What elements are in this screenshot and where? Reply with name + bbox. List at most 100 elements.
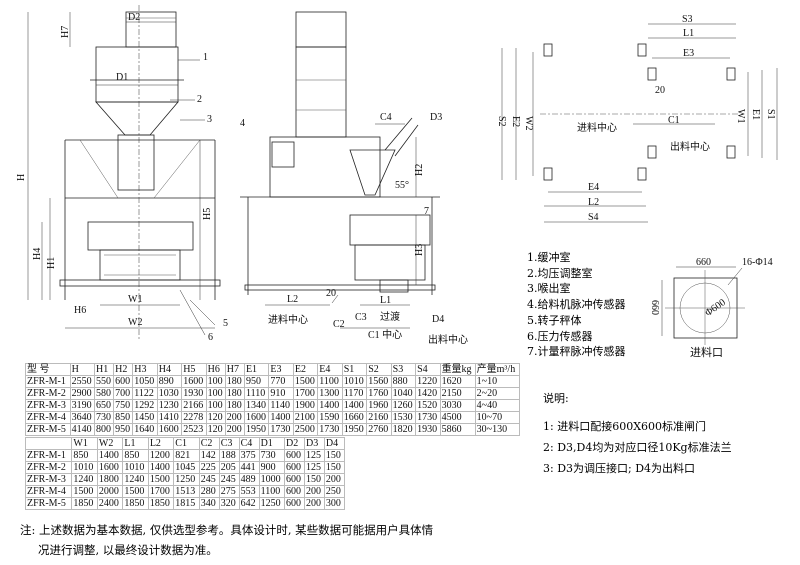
table-cell: 200 <box>224 411 245 424</box>
table-cell: 1950 <box>243 423 270 436</box>
table-cell: 重量kg <box>439 363 476 376</box>
table-cell: S1 <box>341 363 368 376</box>
dim-label: H1 <box>46 257 57 269</box>
table-cell: 1400 <box>341 399 368 412</box>
table-cell: 1850 <box>147 497 175 510</box>
table-cell: H2 <box>113 363 134 376</box>
table-cell: L1 <box>122 437 149 450</box>
table-cell: 600 <box>284 497 305 510</box>
table-cell: 600 <box>284 485 305 498</box>
table-cell: ZFR-M-1 <box>25 375 71 388</box>
table-cell: 3190 <box>69 399 96 412</box>
dim-label: Φ600 <box>703 297 728 319</box>
table-cell: 1250 <box>173 473 200 486</box>
inlet-flange-view: 660 16-Φ14 Φ600 660 进料口 <box>649 257 773 359</box>
table-cell: ZFR-M-5 <box>25 423 71 436</box>
dim-label: H5 <box>202 208 213 220</box>
table-cell: 1800 <box>96 473 124 486</box>
table-cell: 1730 <box>415 411 441 424</box>
side-view: 4 C4 D3 H2 55° 7 H3 L2 20 L1 进料中心 C3 过渡 … <box>240 11 468 346</box>
table-cell: 100 <box>205 399 226 412</box>
table-cell: 600 <box>113 375 134 388</box>
table-cell: W2 <box>96 437 124 450</box>
table-cell: ZFR-M-2 <box>25 387 71 400</box>
dim-label: H4 <box>32 248 43 260</box>
table-cell: 180 <box>224 375 245 388</box>
table-cell: E1 <box>243 363 270 376</box>
table-cell: 205 <box>218 461 240 474</box>
part-label: 5 <box>223 318 228 329</box>
table-cell: 1520 <box>415 399 441 412</box>
table-cell: H3 <box>132 363 158 376</box>
table-cell: 1400 <box>147 461 175 474</box>
table-cell: 5860 <box>439 423 476 436</box>
part-label: 3 <box>207 114 212 125</box>
table-cell: C4 <box>238 437 260 450</box>
table-cell: 1450 <box>132 411 158 424</box>
note-item: 1: 进料口配接600X600标准闸门 <box>543 420 707 433</box>
dim-label: D2 <box>128 12 140 23</box>
dim-label: D4 <box>432 314 444 325</box>
table-cell: E2 <box>292 363 319 376</box>
dim-label: C1 中心 <box>368 328 402 341</box>
table-cell: 2500 <box>292 423 319 436</box>
table-cell: D3 <box>303 437 325 450</box>
table-cell: 1560 <box>366 375 392 388</box>
table-cell: 150 <box>323 461 346 474</box>
table-cell: 1260 <box>390 399 417 412</box>
table-cell: 1600 <box>96 461 124 474</box>
dim-label: E2 <box>510 116 521 127</box>
table-cell: 1500 <box>147 473 175 486</box>
notes-title: 说明: <box>543 392 569 405</box>
flange-caption: 进料口 <box>690 345 723 359</box>
part-label: 4 <box>240 118 245 129</box>
table-cell: 880 <box>390 375 417 388</box>
table-cell: 600 <box>284 461 305 474</box>
note-item: 2: D3,D4均为对应口径10Kg标准法兰 <box>543 441 732 454</box>
table-cell: 900 <box>258 461 286 474</box>
dim-label: L2 <box>588 197 599 208</box>
part-label: 7 <box>424 206 429 217</box>
dim-label: E4 <box>588 182 599 193</box>
table-cell: 850 <box>122 449 149 462</box>
dim-label: D3 <box>430 112 442 123</box>
table-cell: 1730 <box>317 423 343 436</box>
table-cell: 1040 <box>390 387 417 400</box>
part-label: 2 <box>197 94 202 105</box>
table-cell: 2166 <box>181 399 207 412</box>
table-cell: ZFR-M-4 <box>24 485 73 498</box>
table-cell: 1400 <box>317 399 343 412</box>
table-cell: 1950 <box>341 423 368 436</box>
table-cell: 1815 <box>173 497 200 510</box>
table-cell: 1700 <box>147 485 175 498</box>
part-label: 6 <box>208 332 213 343</box>
table-cell: ZFR-M-4 <box>25 411 71 424</box>
legend-item: 7.计量秤脉冲传感器 <box>527 345 626 359</box>
inlet-center-label: 进料中心 <box>577 121 617 134</box>
table-cell: 125 <box>303 461 325 474</box>
note-item: 3: D3为调压接口; D4为出料口 <box>543 462 696 475</box>
table-cell: 1010 <box>341 375 368 388</box>
table-cell: 10~70 <box>474 411 521 424</box>
table-cell: 1530 <box>390 411 417 424</box>
legend-item: 6.压力传感器 <box>527 329 593 343</box>
dim-label: W2 <box>523 116 534 130</box>
table-cell: 188 <box>218 449 240 462</box>
table-cell: 2900 <box>69 387 96 400</box>
dim-label: S4 <box>588 212 599 223</box>
table-cell: 1410 <box>156 411 183 424</box>
footnote-line: 注: 上述数据为基本数据, 仅供选型参考。具体设计时, 某些数据可能据用户具体情 <box>20 523 434 537</box>
part-label: 1 <box>203 52 208 63</box>
dim-label: L1 <box>380 295 391 306</box>
table-cell: 1930 <box>415 423 441 436</box>
table-cell: 441 <box>238 461 260 474</box>
table-cell: 1400 <box>96 449 124 462</box>
table-cell: 821 <box>173 449 200 462</box>
